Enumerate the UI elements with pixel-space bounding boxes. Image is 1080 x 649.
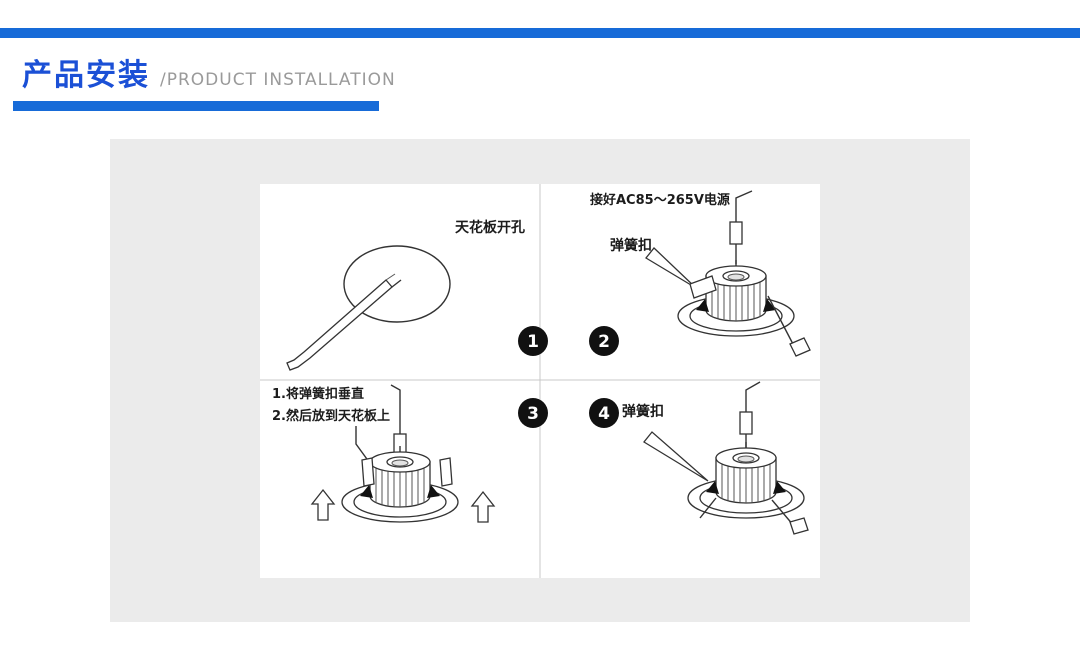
downlight-illustration: [341, 444, 459, 523]
content-area: 天花板开孔 接好AC85～265V电源 弹簧扣: [110, 139, 970, 622]
step-4-clip-label: 弹簧扣: [622, 403, 664, 420]
svg-text:2: 2: [598, 332, 610, 352]
step-3-instruction-1: 1.将弹簧扣垂直: [272, 386, 364, 402]
ceiling-hole-ellipse: [343, 244, 451, 323]
saw-icon: [286, 273, 402, 371]
page-subtitle: /PRODUCT INSTALLATION: [160, 70, 396, 90]
spring-clip-left: [689, 274, 717, 299]
step-number-1: 1: [518, 325, 548, 356]
spring-clip-left: [699, 497, 717, 518]
step-3-illustration: 1.将弹簧扣垂直 2.然后放到天花板上: [272, 383, 495, 523]
power-label: 接好AC85～265V电源: [590, 192, 730, 208]
svg-text:1: 1: [527, 332, 539, 352]
step-1-label: 天花板开孔: [455, 219, 525, 236]
spring-clip-left: [361, 456, 375, 487]
spring-clip-right: [439, 456, 453, 487]
svg-text:4: 4: [598, 404, 610, 424]
title-underline-bar: [13, 101, 379, 111]
step-2-illustration: 接好AC85～265V电源 弹簧扣: [590, 189, 811, 357]
clip-pointer-arrow: [643, 430, 709, 482]
clip-pointer-arrow: [645, 246, 697, 289]
svg-text:3: 3: [527, 404, 539, 424]
power-cord: [390, 383, 407, 466]
installation-diagram: 天花板开孔 接好AC85～265V电源 弹簧扣: [260, 183, 820, 578]
page-title: 产品安装: [22, 58, 150, 93]
step-4-illustration: 弹簧扣: [622, 380, 809, 535]
up-arrow-icon: [471, 490, 495, 523]
spring-clip-right: [767, 295, 811, 357]
page-header: 产品安装 /PRODUCT INSTALLATION: [0, 38, 1080, 94]
up-arrow-icon: [311, 488, 335, 521]
top-accent-bar: [0, 28, 1080, 38]
spring-clip-right: [771, 499, 809, 535]
step-3-instruction-2: 2.然后放到天花板上: [272, 408, 390, 424]
step-1-illustration: 天花板开孔: [286, 219, 525, 371]
step-2-clip-label: 弹簧扣: [610, 237, 652, 254]
power-cord: [739, 380, 761, 448]
step-number-4: 4: [589, 397, 619, 428]
step-number-3: 3: [518, 397, 548, 428]
power-cord: [729, 189, 753, 264]
installation-diagram-panel: 天花板开孔 接好AC85～265V电源 弹簧扣: [260, 183, 820, 578]
step-number-2: 2: [589, 325, 619, 356]
